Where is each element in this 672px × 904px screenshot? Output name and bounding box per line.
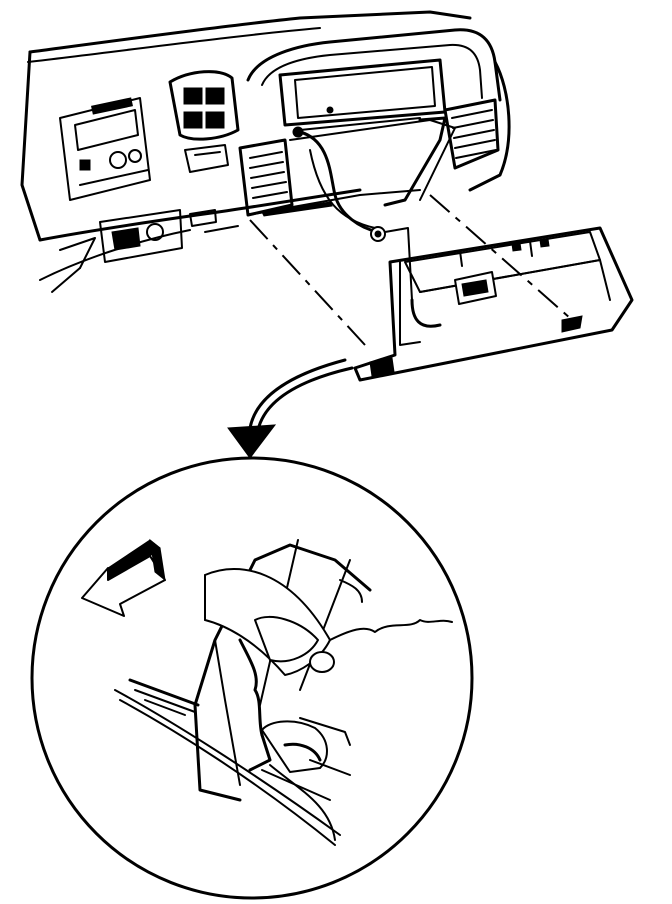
removal-direction-arrow (81, 538, 166, 617)
hinge-pin-clip (261, 717, 351, 841)
alignment-guides (249, 194, 571, 346)
harness-wire-detail (329, 619, 453, 641)
detail-view-circle (30, 456, 474, 900)
door-hinge-bracket (193, 539, 372, 802)
glove-box-door (353, 226, 634, 382)
detail-callout-arrow (227, 358, 354, 459)
door-wire-harness (298, 130, 413, 301)
hinge-rail (114, 678, 341, 846)
center-vents (168, 70, 240, 173)
right-side-vent (443, 60, 511, 192)
glove-box-opening (246, 28, 502, 229)
left-side-vent (238, 138, 294, 217)
radio-panel (59, 97, 151, 201)
lower-switch-bank (59, 209, 239, 269)
hinge-pin-knuckle (204, 568, 335, 676)
instrument-panel (20, 10, 511, 301)
